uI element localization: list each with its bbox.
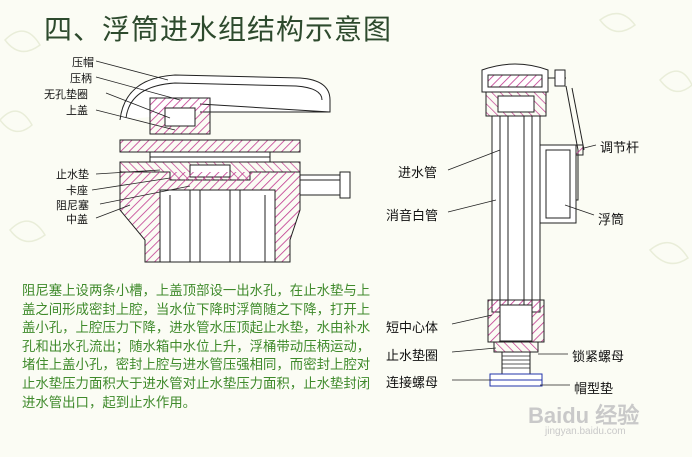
label-stop-pad: 止水垫 — [56, 168, 89, 181]
label-cap-pad: 帽型垫 — [574, 382, 614, 397]
left-diagram-group — [91, 60, 351, 263]
label-inlet-pipe: 进水管 — [398, 166, 438, 181]
label-clamp-seat: 卡座 — [66, 184, 88, 197]
label-connect-nut: 连接螺母 — [386, 376, 439, 391]
label-upper-cover: 上盖 — [66, 104, 88, 117]
label-short-body: 短中心体 — [386, 321, 439, 336]
label-stop-washer: 止水垫圈 — [386, 349, 439, 364]
label-middle-cover: 中盖 — [66, 213, 88, 226]
label-silencer-pipe: 消音白管 — [386, 209, 439, 224]
label-adjust-rod: 调节杆 — [600, 141, 640, 156]
label-washer: 无孔垫圈 — [44, 88, 88, 101]
label-float: 浮筒 — [598, 213, 625, 228]
label-damper-plug: 阻尼塞 — [56, 199, 89, 212]
label-cap: 压帽 — [72, 56, 94, 69]
watermark-url: jingyan.baidu.com — [545, 426, 626, 437]
label-lock-nut: 锁紧螺母 — [572, 350, 625, 365]
watermark-logo: Baidu 经验 — [528, 403, 640, 428]
label-handle: 压柄 — [70, 72, 92, 85]
right-diagram-group — [447, 63, 597, 387]
description-text: 阻尼塞上设两条小槽，上盖顶部设一出水孔，在止水垫与上盖之间形成密封上腔，当水位下… — [22, 284, 371, 411]
page-title: 四、浮筒进水组结构示意图 — [44, 13, 393, 46]
